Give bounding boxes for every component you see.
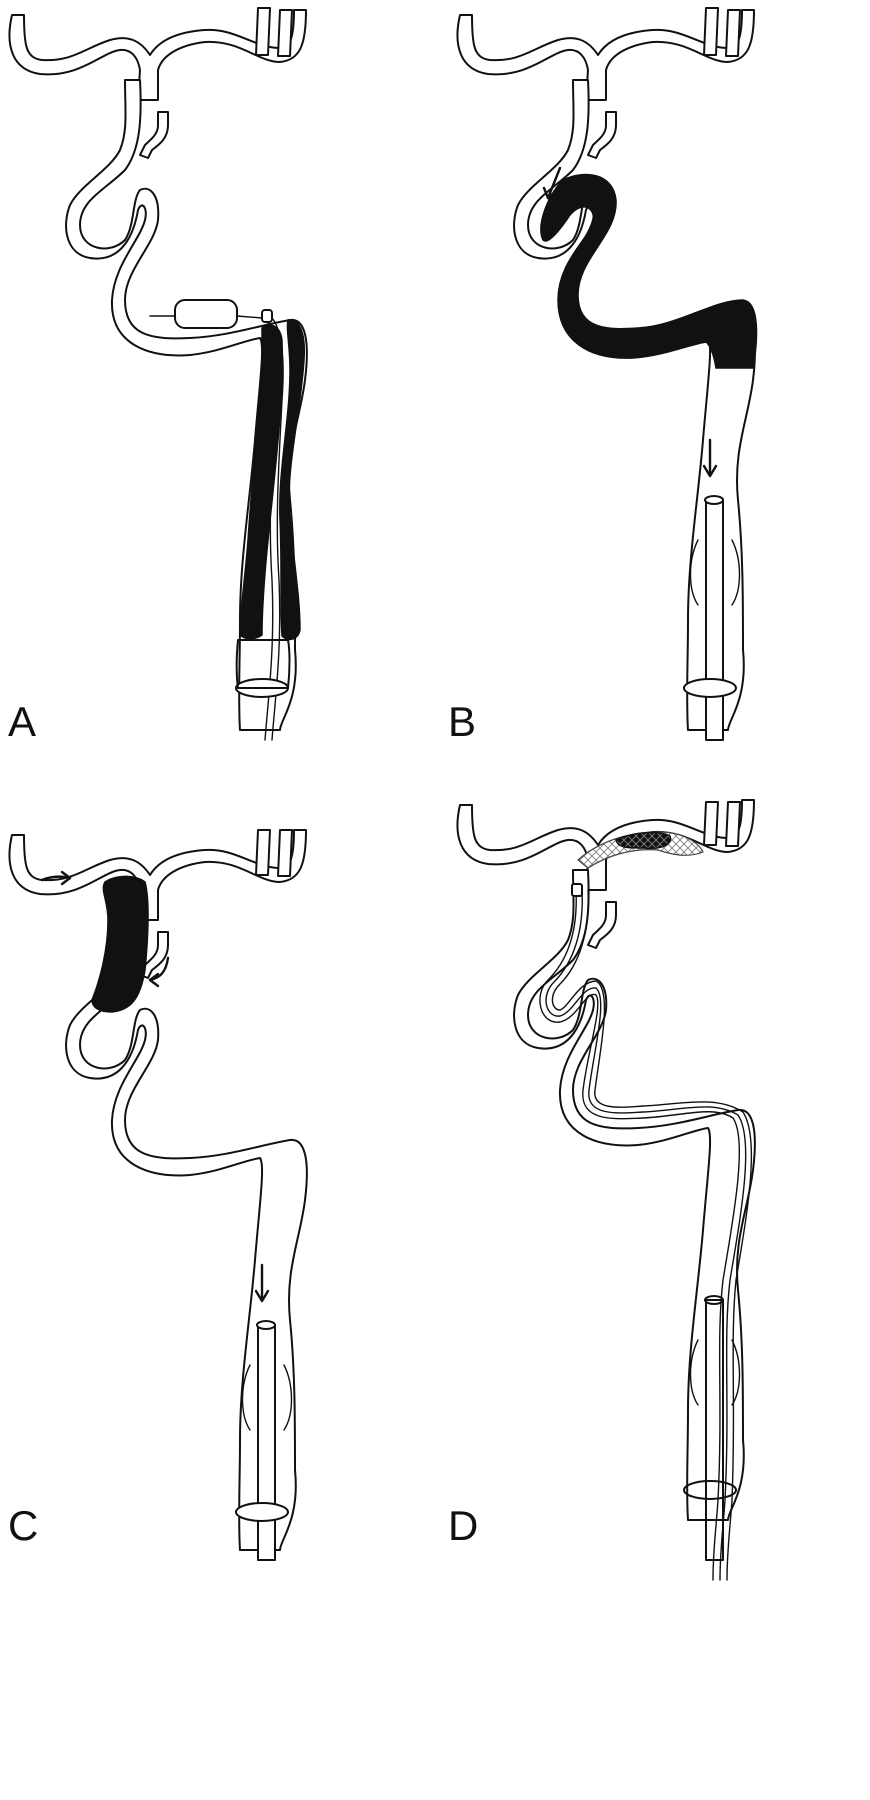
carotid-artery (513, 869, 756, 1521)
side-branch (139, 111, 169, 159)
balloon (174, 299, 238, 329)
thrombus (540, 173, 758, 369)
parallel-branch-2 (725, 9, 741, 57)
cerebral-branches (8, 829, 307, 921)
thrombus-2 (279, 319, 306, 641)
guide-catheter (705, 1299, 724, 1561)
thrombus (239, 324, 284, 640)
side-branch (587, 111, 617, 159)
panel-a: A (8, 7, 308, 745)
guide-catheter (257, 1324, 276, 1561)
parallel-branch-2 (277, 9, 293, 57)
panel-label-d: D (448, 1502, 478, 1549)
panel-c: C (8, 829, 308, 1561)
panel-d: D (448, 799, 756, 1581)
side-branch (587, 901, 617, 949)
cerebral-branches (8, 9, 307, 101)
microcatheter (264, 317, 277, 741)
panel-b: B (448, 7, 758, 745)
thrombus (91, 875, 149, 1013)
carotid-artery (65, 899, 308, 1551)
parallel-branch-1 (703, 7, 719, 56)
side-branch (139, 931, 169, 979)
flow-arrow (546, 166, 562, 200)
cerebral-branches (456, 9, 755, 101)
parallel-branch-2 (277, 829, 293, 877)
panel-label-b: B (448, 698, 476, 745)
thrombus (615, 831, 672, 850)
guide-catheter (705, 499, 724, 741)
parallel-branch-1 (255, 7, 271, 56)
parallel-branch-1 (703, 801, 719, 846)
panel-label-a: A (8, 698, 36, 745)
parallel-branch-2 (725, 801, 741, 847)
panel-label-c: C (8, 1502, 38, 1549)
parallel-branch-1 (255, 829, 271, 876)
intermediate-catheter (539, 889, 741, 1581)
